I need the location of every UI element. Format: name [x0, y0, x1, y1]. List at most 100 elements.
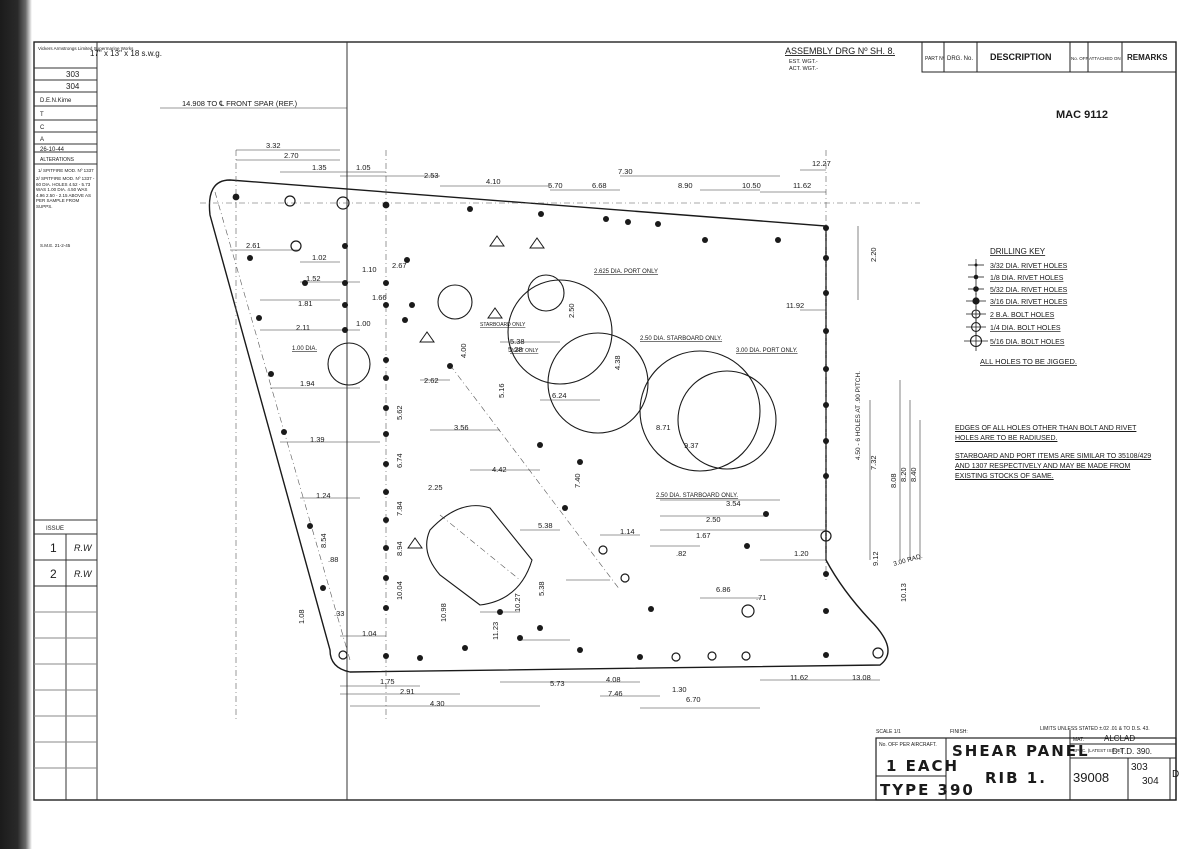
dim-4-00: 4.00 [459, 343, 468, 358]
dim-1-67: 1.67 [696, 531, 711, 540]
dim-2-11: 2.11 [296, 323, 310, 332]
dim-4-10: 4.10 [486, 177, 501, 186]
tracer-label: T [40, 112, 44, 118]
dim-2-50-v: 2.50 [567, 303, 576, 318]
drilling-key-title: DRILLING KEY [990, 247, 1046, 256]
dim-4-42: 4.42 [492, 465, 507, 474]
issue-2-initials: R.W [74, 569, 93, 579]
construction-lines [200, 150, 920, 720]
col-description: DESCRIPTION [990, 52, 1052, 62]
est-weight: EST. WGT.- [789, 59, 818, 65]
dim-7-46: 7.46 [608, 689, 623, 698]
obround-slot [426, 505, 533, 606]
dim-4-38: 4.38 [613, 355, 622, 370]
dim-8-40: 8.40 [909, 467, 918, 482]
dim-7-84: 7.84 [395, 501, 404, 516]
dim-2-91: 2.91 [400, 687, 415, 696]
dim-6-68: 6.68 [592, 181, 607, 190]
dim-9-36: 5.38 [537, 581, 546, 596]
col-attached-on: ATTACHED ON [1089, 56, 1121, 61]
dim-5-70: 5.70 [548, 181, 563, 190]
dim-8-08: 8.08 [889, 473, 898, 488]
dim-7-32: 7.32 [869, 455, 878, 470]
dim-0-71: .71 [756, 593, 766, 602]
dim-9-12: 9.12 [871, 551, 880, 566]
alterations-label: ALTERATIONS [40, 157, 75, 163]
dim-6-24: 6.24 [552, 391, 567, 400]
issue-2: 2 [50, 567, 57, 581]
drawn-by: D.E.N.Kime [40, 98, 72, 104]
note-2: STARBOARD AND PORT ITEMS ARE SIMILAR TO … [955, 453, 1152, 480]
callout-pitch: 4.50 - 6 HOLES AT .90 PITCH. [855, 371, 862, 460]
dim-1-04: 1.04 [362, 629, 377, 638]
rivet-holes [232, 193, 884, 662]
dim-8-90: 8.90 [678, 181, 693, 190]
hole-1-00-dia [327, 342, 371, 386]
hole-small-upper [437, 284, 473, 320]
dim-10-98: 10.98 [439, 603, 448, 622]
scale-label: SCALE 1/1 [876, 729, 901, 735]
dim-7-40: 7.40 [573, 473, 582, 488]
material-label: 17" x 13" x 18 s.w.g. [90, 49, 162, 58]
col-remarks: REMARKS [1127, 53, 1168, 62]
material-value: ALCLAD [1104, 734, 1135, 743]
dim-10-13: 10.13 [899, 583, 908, 602]
callout-250-stbd: 2.50 DIA. STARBOARD ONLY. [640, 336, 722, 342]
drilling-key: DRILLING KEY 3/32 DIA. RIVET HOLES 1/8 D… [964, 247, 1077, 366]
part-title-2: RIB 1. [985, 769, 1047, 787]
dim-1-24: 1.24 [316, 491, 331, 500]
dim-10-04: 10.04 [395, 581, 404, 600]
top-title-block: ASSEMBLY DRG Nº SH. 8. EST. WGT.- ACT. W… [785, 41, 1177, 73]
dim-10-50: 10.50 [742, 181, 761, 190]
bottom-title-block: SCALE 1/1 FINISH: LIMITS UNLESS STATED ±… [875, 726, 1179, 801]
alteration-2-date: S.M.E. 21-2-45 [40, 243, 71, 248]
hole-callouts: 2.625 DIA. PORT ONLY 2.50 DIA. STARBOARD… [292, 269, 924, 568]
dim-2-53: 2.53 [424, 171, 439, 180]
dim-12-27: 12.27 [812, 159, 831, 168]
dim-8-54: 8.54 [319, 533, 328, 548]
dim-3-54: 3.54 [726, 499, 741, 508]
alteration-2: 2/ SPITFIRE MOD. Nº 1337 - 60 DIA. HOLES… [36, 176, 95, 209]
dim-0-88: .88 [328, 555, 338, 564]
key-item-4: 3/16 DIA. RIVET HOLES [990, 299, 1068, 306]
dim-6-70: 6.70 [686, 695, 701, 704]
material-key: MAT. [1073, 737, 1084, 743]
col-no-off: No. OFF [1071, 56, 1089, 61]
dim-1-08: 1.08 [297, 609, 306, 624]
dim-1-14: 1.14 [620, 527, 635, 536]
date-label: 26-10-44 [40, 147, 65, 153]
drawing-number: 39008 [1073, 770, 1109, 785]
callout-rad: 3.00 RAD. [893, 553, 924, 568]
approver-label: A [40, 137, 44, 143]
key-item-1: 3/32 DIA. RIVET HOLES [990, 263, 1068, 270]
dim-1-10: 1.10 [362, 265, 377, 274]
dim-1-94: 1.94 [300, 379, 315, 388]
dim-2-67: 2.67 [392, 261, 407, 270]
dim-6-86: 6.86 [716, 585, 731, 594]
left-ref-1: 303 [66, 70, 80, 79]
dim-4-08: 4.08 [606, 675, 621, 684]
sheet-border [33, 41, 1177, 801]
dim-5-73: 5.73 [550, 679, 565, 688]
assembly-ref: ASSEMBLY DRG Nº SH. 8. [785, 46, 895, 56]
dimension-labels: 14.908 TO ℄ FRONT SPAR (REF.) 3.32 2.70 … [182, 99, 918, 708]
dim-4-30: 4.30 [430, 699, 445, 708]
drilling-key-footer: ALL HOLES TO BE JIGGED. [980, 357, 1077, 366]
callout-port-only: PORT ONLY [510, 348, 539, 354]
dim-11-62-b: 11.62 [790, 673, 808, 682]
scan-dark-edge [0, 0, 32, 849]
part-title-1: SHEAR PANEL [952, 742, 1090, 760]
alteration-1: 1/ SPITFIRE MOD. Nº 1337 [38, 168, 94, 173]
drawing-issue: D [1172, 769, 1179, 780]
spec-label: SPEC. (LATEST ISSUE) [1073, 748, 1123, 753]
dim-8-20: 8.20 [899, 467, 908, 482]
dim-1-30: 1.30 [672, 685, 687, 694]
dim-2-62: 2.62 [424, 376, 439, 385]
no-off-per-aircraft: No. OFF PER AIRCRAFT. [879, 742, 937, 748]
issue-label: ISSUE [46, 526, 64, 532]
type-number: TYPE 390 [880, 781, 975, 799]
callout-250-stbd-b: 2.50 DIA. STARBOARD ONLY. [656, 493, 738, 499]
checker-label: C [40, 125, 45, 131]
dim-11-23: 11.23 [491, 622, 500, 640]
